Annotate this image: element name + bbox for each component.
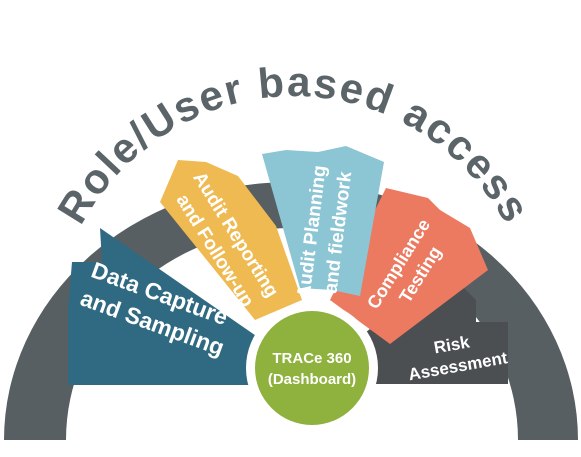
segment-data-shape <box>68 228 262 385</box>
segment-data-capture <box>68 228 262 385</box>
center-subtitle: (Dashboard) <box>268 371 356 388</box>
center-title: TRACe 360 <box>272 350 351 367</box>
segment-audit-reporting <box>160 160 302 320</box>
center-dashboard-circle <box>255 311 369 425</box>
segment-audit-reporting-shape <box>160 160 302 320</box>
segment-audit-planning-shape <box>262 146 384 296</box>
segment-audit-planning <box>262 146 384 296</box>
